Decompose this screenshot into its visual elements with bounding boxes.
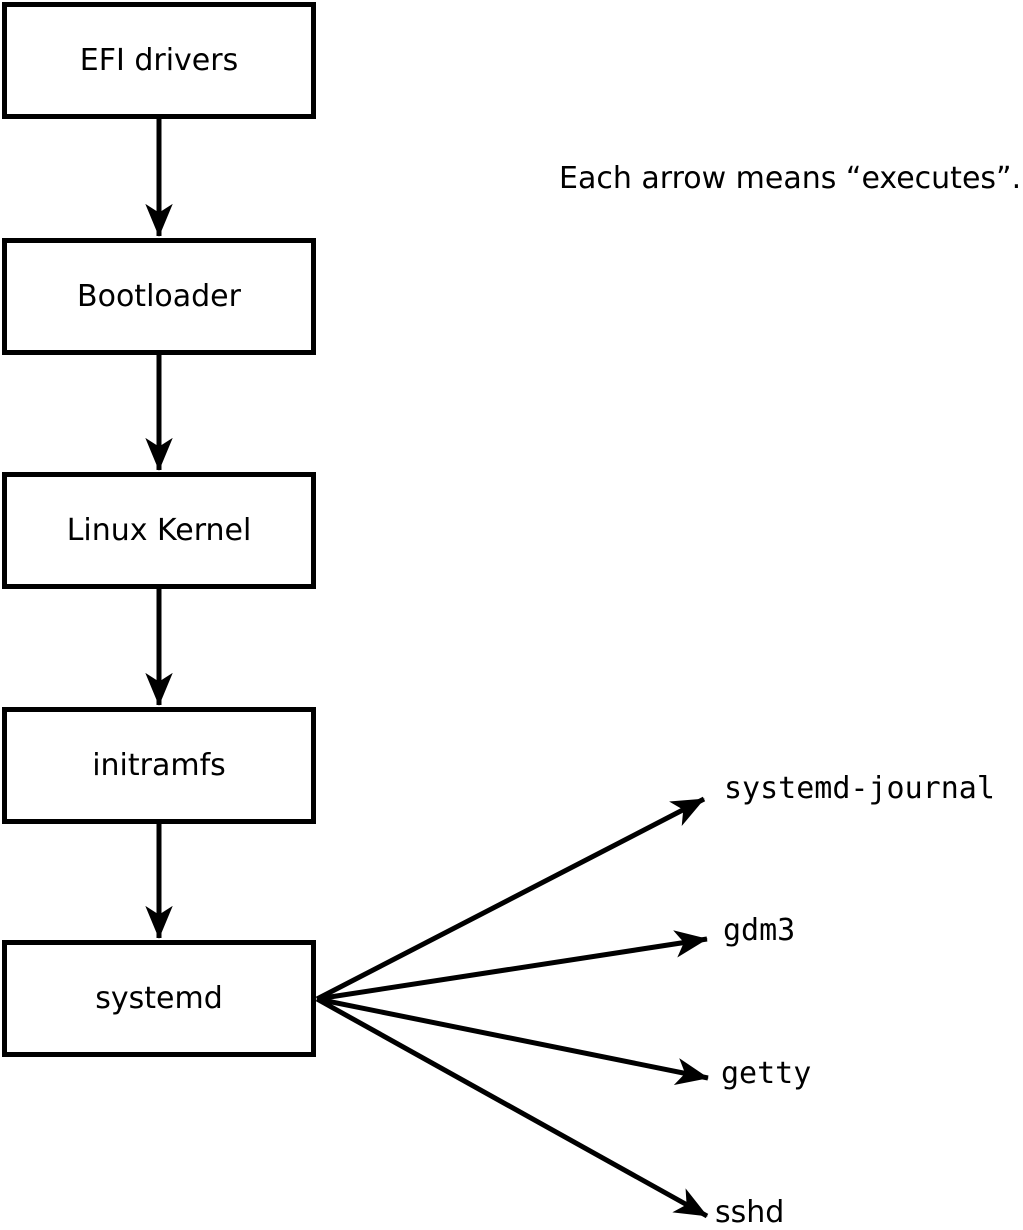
node-efi-drivers-label: EFI drivers — [79, 42, 239, 78]
node-bootloader-label: Bootloader — [77, 278, 241, 314]
node-initramfs-label: initramfs — [92, 747, 226, 783]
arrow-systemd-to-gdm3 — [316, 930, 708, 1002]
label-sshd: sshd — [715, 1195, 785, 1230]
label-systemd-journal: systemd-journal — [724, 771, 995, 806]
node-bootloader: Bootloader — [2, 238, 316, 355]
label-getty: getty — [721, 1056, 812, 1091]
node-systemd: systemd — [2, 940, 316, 1057]
label-gdm3: gdm3 — [723, 913, 796, 948]
node-efi-drivers: EFI drivers — [2, 2, 316, 119]
node-linux-kernel-label: Linux Kernel — [66, 512, 252, 548]
arrow-systemd-to-sshd — [315, 996, 709, 1219]
node-initramfs: initramfs — [2, 707, 316, 824]
node-systemd-label: systemd — [95, 980, 223, 1016]
node-linux-kernel: Linux Kernel — [2, 472, 316, 589]
arrow-systemd-to-getty — [316, 996, 709, 1086]
arrow-systemd-to-journal — [315, 796, 706, 1002]
caption-arrow-meaning: Each arrow means “executes”. — [559, 161, 1022, 196]
